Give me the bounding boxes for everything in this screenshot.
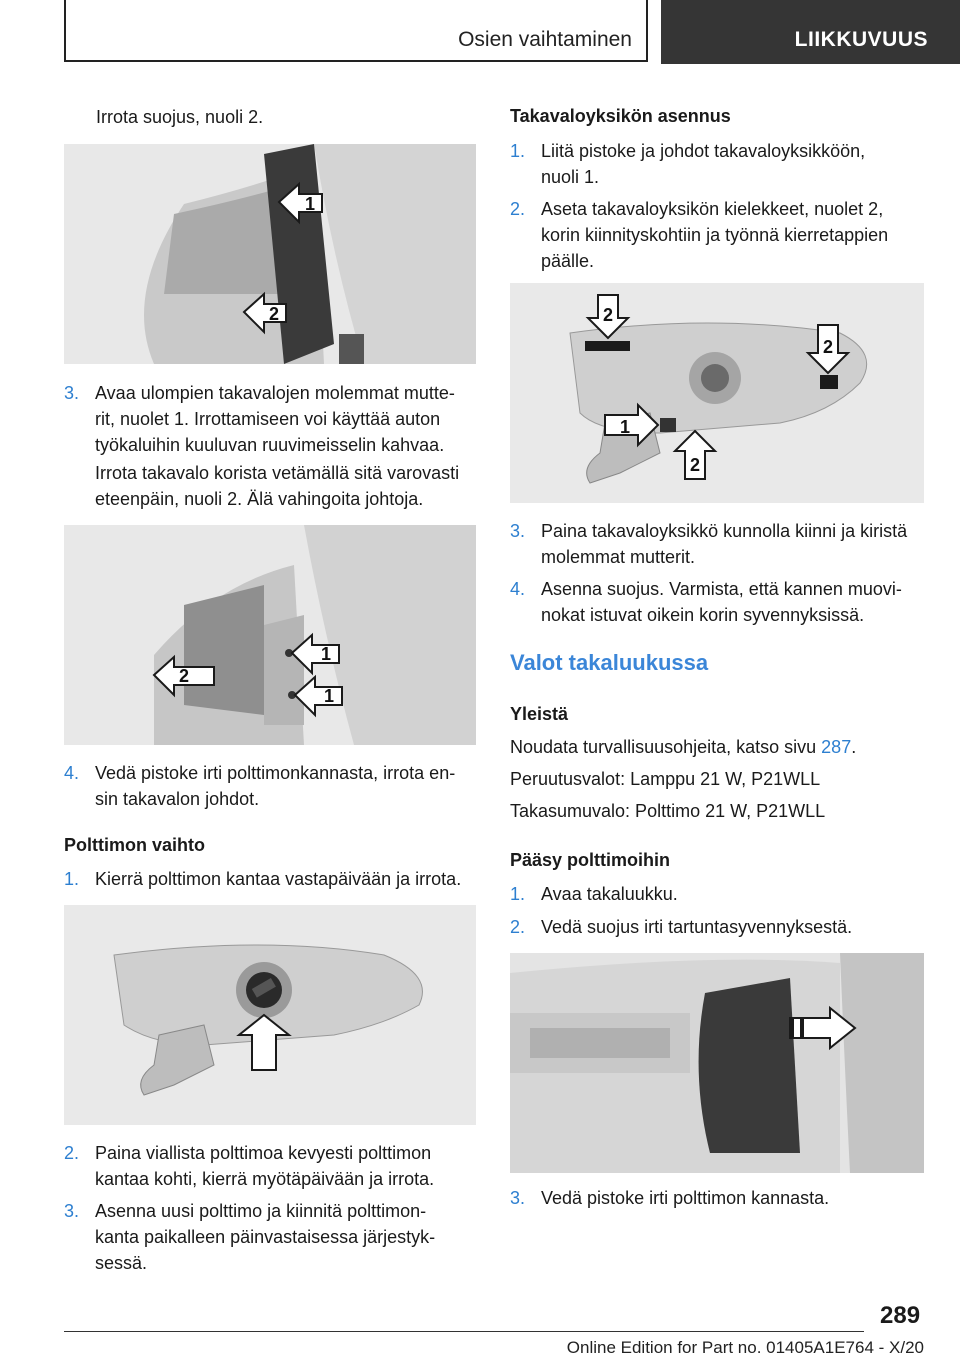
- access-step-2: 2. Vedä suojus irti tartuntasyvennyksest…: [510, 914, 924, 940]
- figure-bulb-holder: [64, 905, 476, 1125]
- bulb-change-heading: Polttimon vaihto: [64, 835, 205, 855]
- step-text-line: työkaluihin kuuluvan ruuvimeisselin kahv…: [95, 435, 445, 455]
- step-number: 1.: [510, 141, 526, 161]
- step-text-line: sin takavalon johdot.: [95, 789, 260, 809]
- step-text-line: Avaa ulompien takavalojen molemmat mutte…: [95, 383, 455, 403]
- tail-light-install-illustration: 2 2 1 2: [510, 283, 924, 503]
- fig2-label-1b: 1: [324, 686, 334, 706]
- step-number: 3.: [510, 1188, 526, 1208]
- fig4-label-2a: 2: [603, 305, 613, 325]
- intro-text: Irrota suojus, nuoli 2.: [96, 107, 264, 127]
- figure-tailgate-cover: [510, 953, 924, 1173]
- step-text-line: päälle.: [541, 251, 595, 271]
- step-text-line: Paina takavaloyksikkö kunnolla kiinni ja…: [541, 521, 908, 541]
- step-text-line: Vedä suojus irti tartuntasyvennyksestä.: [541, 917, 853, 937]
- step-text-line: rit, nuolet 1. Irrottamiseen voi käyttää…: [95, 409, 441, 429]
- figure-cover-removal: 1 2: [64, 144, 476, 364]
- step-text-line: Paina viallista polttimoa kevyesti poltt…: [95, 1143, 432, 1163]
- step-text-line: Avaa takaluukku.: [541, 884, 678, 904]
- step-number: 4.: [64, 763, 80, 783]
- tail-light-nuts-illustration: 1 1 2: [64, 525, 476, 745]
- step-4-disconnect-plug: 4. Vedä pistoke irti polttimonkannasta, …: [64, 760, 476, 812]
- fog-light-spec: Takasumuvalo: Polttimo 21 W, P21WLL: [510, 801, 826, 821]
- step-number: 3.: [64, 383, 80, 403]
- page-reference-link[interactable]: 287: [821, 737, 852, 757]
- page-header: Osien vaihtaminen LIIKKUVUUS: [64, 0, 960, 64]
- install-heading: Takavaloyksikön asennus: [510, 106, 731, 126]
- figure-install-unit: 2 2 1 2: [510, 283, 924, 503]
- step-number: 3.: [64, 1201, 80, 1221]
- install-step-1: 1. Liitä pistoke ja johdot takavaloyksik…: [510, 138, 924, 190]
- step-number: 1.: [510, 884, 526, 904]
- step-text-line: Aseta takavaloyksikön kielekkeet, nuolet…: [541, 199, 884, 219]
- page-number: 289: [880, 1302, 921, 1329]
- bulb-step-1: 1. Kierrä polttimon kantaa vastapäivään …: [64, 866, 476, 892]
- tail-light-cover-illustration: 1 2: [64, 144, 476, 364]
- install-step-4: 4. Asenna suojus. Varmista, että kannen …: [510, 576, 924, 628]
- section-title: Osien vaihtaminen: [458, 28, 632, 51]
- step-3-extra-text: Irrota takavalo korista vetämällä sitä v…: [95, 463, 460, 509]
- fig4-label-2c: 2: [690, 455, 700, 475]
- fig2-label-1a: 1: [321, 644, 331, 664]
- step-text-line: molemmat mutterit.: [541, 547, 696, 567]
- install-step-3: 3. Paina takavaloyksikkö kunnolla kiinni…: [510, 518, 924, 570]
- step-text-line: nokat istuvat oikein korin syvennyksissä…: [541, 605, 865, 625]
- bulb-step-3: 3. Asenna uusi polttimo ja kiinnitä polt…: [64, 1198, 476, 1276]
- section-heading: Valot takaluukussa: [510, 650, 709, 675]
- access-step-1: 1. Avaa takaluukku.: [510, 881, 924, 907]
- fig4-label-2b: 2: [823, 337, 833, 357]
- step-number: 2.: [510, 917, 526, 937]
- general-safety-text: Noudata turvallisuusohjeita, katso sivu …: [510, 737, 857, 757]
- chapter-title: LIIKKUVUUS: [794, 28, 928, 51]
- figure-nut-removal: 1 1 2: [64, 525, 476, 745]
- general-heading: Yleistä: [510, 704, 569, 724]
- footer-divider: [64, 1331, 864, 1332]
- step-number: 2.: [64, 1143, 80, 1163]
- step-text-line: Vedä pistoke irti polttimon kannasta.: [541, 1188, 830, 1208]
- step-text-line: Kierrä polttimon kantaa vastapäivään ja …: [95, 869, 462, 889]
- step-text-line: Vedä pistoke irti polttimonkannasta, irr…: [95, 763, 456, 783]
- fig1-label-2: 2: [269, 304, 279, 324]
- install-step-2: 2. Aseta takavaloyksikön kielekkeet, nuo…: [510, 196, 924, 274]
- step-text-line: Asenna uusi polttimo ja kiinnitä polttim…: [95, 1201, 427, 1221]
- fig4-label-1: 1: [620, 417, 630, 437]
- footer-edition: Online Edition for Part no. 01405A1E764 …: [566, 1338, 924, 1357]
- reversing-light-spec: Peruutusvalot: Lamppu 21 W, P21WLL: [510, 769, 821, 789]
- step-number: 1.: [64, 869, 80, 889]
- step-text-line: Liitä pistoke ja johdot takavaloyksikköö…: [541, 141, 866, 161]
- step-text-line: korin kiinnityskohtiin ja työnnä kierret…: [541, 225, 889, 245]
- step-text-line: kanta paikalleen päinvastaisessa järjest…: [95, 1227, 436, 1247]
- header-section-tab: Osien vaihtaminen: [64, 0, 648, 62]
- access-step-3: 3. Vedä pistoke irti polttimon kannasta.: [510, 1185, 924, 1211]
- step-number: 4.: [510, 579, 526, 599]
- step-text-line: kantaa kohti, kierrä myötäpäivään ja irr…: [95, 1169, 435, 1189]
- fig1-label-1: 1: [305, 194, 315, 214]
- access-heading: Pääsy polttimoihin: [510, 850, 671, 870]
- tail-light-unit-illustration: [64, 905, 476, 1125]
- step-3-unscrew-nuts: 3. Avaa ulompien takavalojen molemmat mu…: [64, 380, 476, 455]
- step-number: 3.: [510, 521, 526, 541]
- tailgate-cover-illustration: [510, 953, 924, 1173]
- bulb-step-2: 2. Paina viallista polttimoa kevyesti po…: [64, 1140, 476, 1192]
- step-text-line: sessä.: [95, 1253, 148, 1273]
- step-number: 2.: [510, 199, 526, 219]
- step-text-line: Asenna suojus. Varmista, että kannen muo…: [541, 579, 902, 599]
- step-text-line: nuoli 1.: [541, 167, 600, 187]
- header-chapter-tab: LIIKKUVUUS: [661, 0, 960, 64]
- fig2-label-2: 2: [179, 666, 189, 686]
